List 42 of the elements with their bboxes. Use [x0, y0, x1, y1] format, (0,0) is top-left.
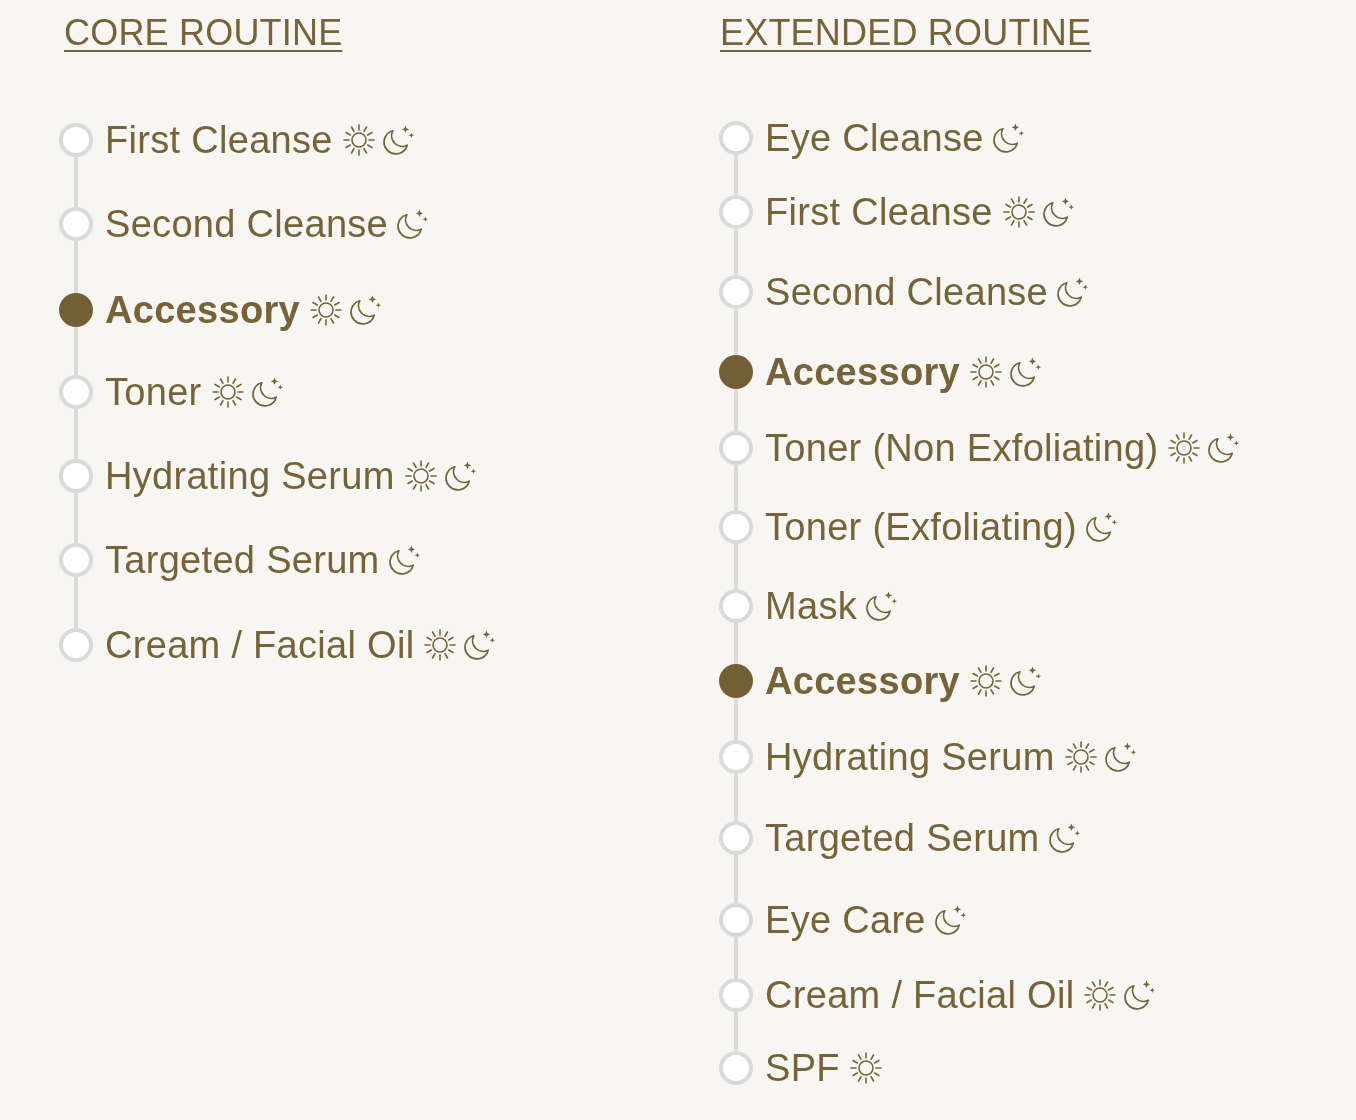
- step-label: Toner: [105, 369, 202, 415]
- step-label: Mask: [765, 583, 857, 629]
- step-dot: [719, 275, 753, 309]
- step-label: Accessory: [765, 658, 960, 704]
- step-label: Hydrating Serum: [765, 734, 1055, 780]
- step-dot: [719, 589, 753, 623]
- step-dot: [719, 121, 753, 155]
- step-label: First Cleanse: [765, 189, 993, 235]
- step-label: Eye Care: [765, 897, 926, 943]
- step-label: Targeted Serum: [765, 815, 1040, 861]
- section-heading: CORE ROUTINE: [64, 11, 343, 55]
- step-dot: [59, 459, 93, 493]
- step-dot: [719, 903, 753, 937]
- step-dot: [719, 1051, 753, 1085]
- step-label: SPF: [765, 1045, 840, 1091]
- step-dot: [59, 207, 93, 241]
- step-dot: [719, 431, 753, 465]
- step-dot: [59, 375, 93, 409]
- step-label: Second Cleanse: [765, 269, 1049, 315]
- step-dot: [59, 628, 93, 662]
- active-step-dot: [59, 293, 93, 327]
- step-dot: [719, 740, 753, 774]
- step-label: Toner (Exfoliating): [765, 504, 1077, 550]
- step-dot: [719, 821, 753, 855]
- step-dot: [59, 543, 93, 577]
- step-label: Cream / Facial Oil: [765, 972, 1075, 1018]
- step-dot: [59, 123, 93, 157]
- step-dot: [719, 510, 753, 544]
- step-label: Accessory: [765, 349, 960, 395]
- step-label: Targeted Serum: [105, 537, 380, 583]
- active-step-dot: [719, 664, 753, 698]
- section-heading: EXTENDED ROUTINE: [720, 11, 1092, 55]
- step-dot: [719, 978, 753, 1012]
- step-label: Toner (Non Exfoliating): [765, 425, 1159, 471]
- step-label: Cream / Facial Oil: [105, 622, 415, 668]
- step-label: Accessory: [105, 287, 300, 333]
- step-label: First Cleanse: [105, 117, 333, 163]
- step-dot: [719, 195, 753, 229]
- active-step-dot: [719, 355, 753, 389]
- step-label: Second Cleanse: [105, 201, 389, 247]
- step-label: Eye Cleanse: [765, 115, 984, 161]
- step-label: Hydrating Serum: [105, 453, 395, 499]
